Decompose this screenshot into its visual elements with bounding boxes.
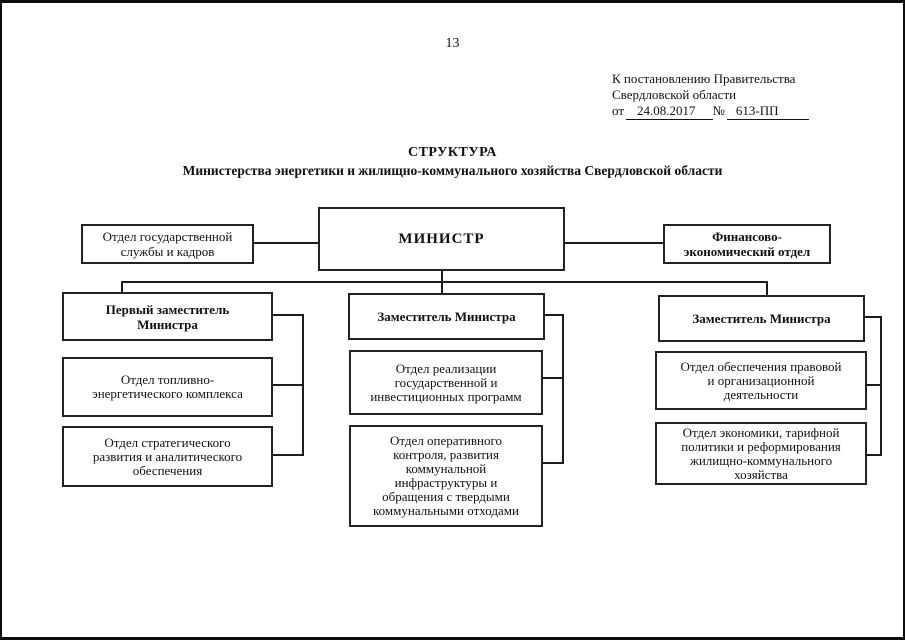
- connector-line: [880, 316, 882, 456]
- connector-line: [254, 242, 318, 244]
- org-box-deputy-minister-2: Заместитель Министра: [348, 293, 545, 340]
- connector-line: [565, 242, 663, 244]
- org-box-first-deputy-minister: Первый заместитель Министра: [62, 292, 273, 341]
- reference-number-sign: №: [712, 103, 725, 118]
- org-box-fuel-energy-dept: Отдел топливно-энергетического комплекса: [62, 357, 273, 417]
- connector-line: [273, 454, 304, 456]
- reference-block: К постановлению Правительства Свердловск…: [612, 71, 862, 120]
- connector-line: [562, 314, 564, 464]
- connector-line: [545, 314, 564, 316]
- document-subtitle: Министерства энергетики и жилищно-коммун…: [182, 163, 723, 178]
- connector-line: [273, 314, 304, 316]
- connector-line: [121, 281, 123, 292]
- org-box-legal-organizational-dept: Отдел обеспечения правовой и организацио…: [655, 351, 867, 410]
- connector-line: [766, 281, 768, 295]
- org-box-economics-tariff-policy-dept: Отдел экономики, тарифной политики и реф…: [655, 422, 867, 485]
- connector-line: [273, 384, 302, 386]
- reference-line-1: К постановлению Правительства: [612, 71, 796, 86]
- connector-line: [867, 384, 880, 386]
- page-number: 13: [445, 36, 460, 51]
- connector-line: [867, 454, 880, 456]
- org-box-civil-service-dept: Отдел государственной службы и кадров: [81, 224, 254, 264]
- org-box-minister: МИНИСТР: [318, 207, 565, 271]
- connector-line: [302, 314, 304, 456]
- connector-line: [543, 462, 562, 464]
- org-box-operational-control-dept: Отдел оперативного контроля, развития ко…: [349, 425, 543, 527]
- reference-date: 24.08.2017: [626, 103, 713, 120]
- org-box-finance-dept: Финансово-экономический отдел: [663, 224, 831, 264]
- org-box-state-investment-programs-dept: Отдел реализации государственной и инвес…: [349, 350, 543, 415]
- reference-doc-number: 613-ПП: [726, 103, 809, 120]
- document-title: СТРУКТУРА: [407, 145, 498, 160]
- connector-line: [121, 281, 768, 283]
- reference-from-label: от: [612, 103, 625, 118]
- org-box-deputy-minister-3: Заместитель Министра: [658, 295, 865, 342]
- org-box-strategic-development-dept: Отдел стратегического развития и аналити…: [62, 426, 273, 487]
- connector-line: [543, 377, 562, 379]
- reference-line-2: Свердловской области: [612, 86, 737, 102]
- connector-line: [865, 316, 882, 318]
